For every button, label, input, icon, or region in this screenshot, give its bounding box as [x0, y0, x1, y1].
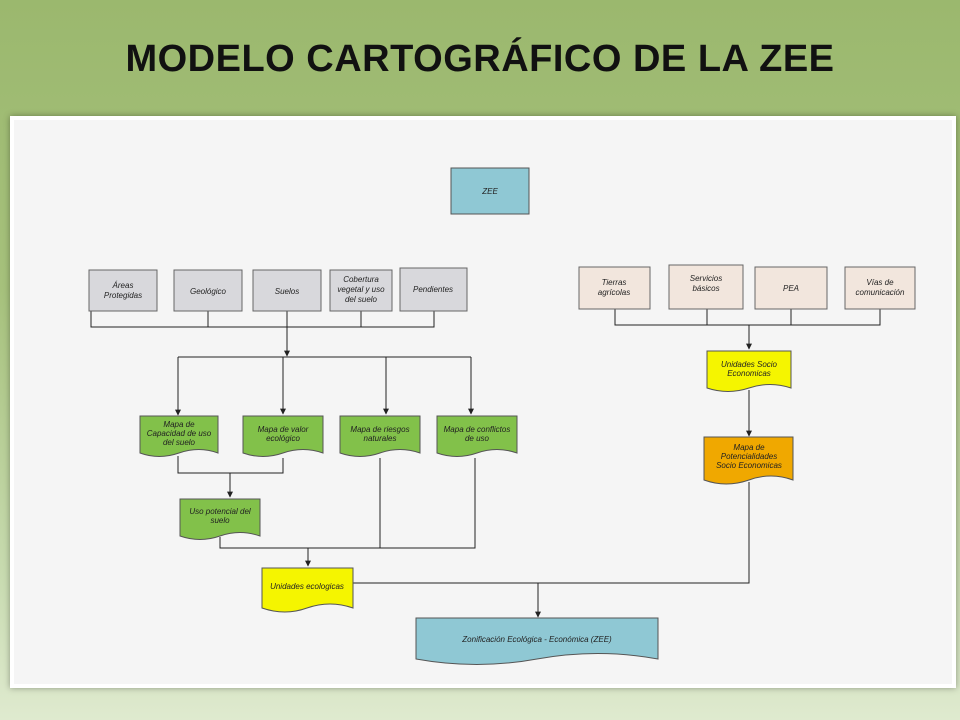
input-pea: PEA: [754, 266, 828, 310]
connector-lines: [90, 309, 881, 618]
zee-root-label: ZEE: [481, 187, 498, 196]
svg-text:Pendientes: Pendientes: [413, 285, 453, 294]
svg-text:Unidades ecologicas: Unidades ecologicas: [270, 582, 344, 591]
svg-text:Geológico: Geológico: [190, 287, 227, 296]
doc-unidades-ecologicas: Unidades ecologicas: [261, 567, 354, 613]
svg-text:PEA: PEA: [783, 284, 799, 293]
zee-root-box: ZEE: [450, 167, 530, 215]
input-suelos: Suelos: [252, 269, 322, 312]
svg-text:Suelos: Suelos: [275, 287, 299, 296]
input-geologico: Geológico: [173, 269, 243, 312]
slide-title: MODELO CARTOGRÁFICO DE LA ZEE: [125, 38, 835, 80]
doc-zonificacion-result: Zonificación Ecológica - Económica (ZEE): [415, 617, 659, 665]
input-pendientes: Pendientes: [399, 267, 468, 312]
svg-text:Zonificación Ecológica - Econó: Zonificación Ecológica - Económica (ZEE): [461, 635, 612, 644]
